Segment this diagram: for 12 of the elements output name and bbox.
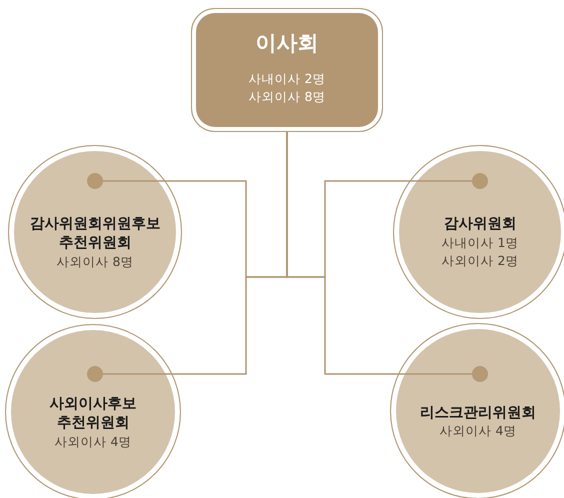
connector-line	[103, 132, 288, 278]
board-title: 이사회	[256, 30, 318, 58]
committee-name: 사외이사후보 추천위원회	[48, 395, 138, 433]
committee-name: 감사위원회위원후보 추천위원회	[28, 215, 162, 253]
member-count: 사내이사 2명 사외이사 8명	[248, 70, 326, 106]
member-count: 사외이사 4명	[440, 422, 516, 440]
committee-name: 감사위원회	[444, 215, 516, 234]
board-box	[191, 8, 383, 132]
member-count: 사내이사 1명 사외이사 2명	[440, 234, 520, 270]
member-count: 사외이사 8명	[56, 252, 134, 271]
committee-name: 리스크관리위원회	[420, 404, 536, 422]
member-count: 사외이사 4명	[54, 432, 132, 451]
